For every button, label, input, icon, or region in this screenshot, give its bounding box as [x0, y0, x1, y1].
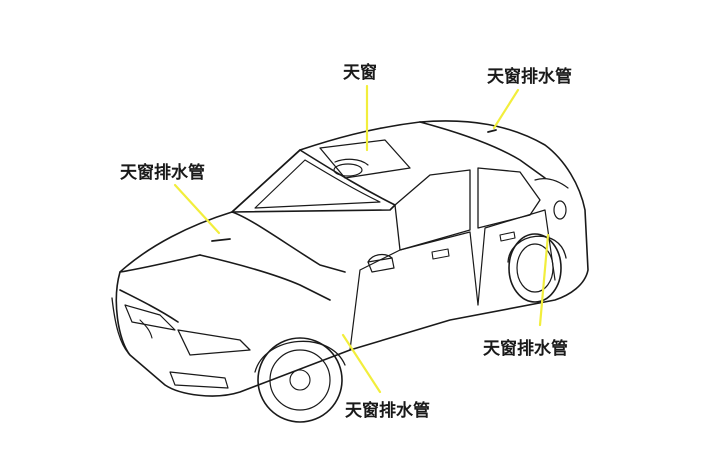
side-windows	[394, 167, 541, 251]
roof-windshield	[231, 121, 546, 213]
rear-pillar-line	[534, 178, 569, 189]
callout-line-drain-front-left	[173, 183, 221, 235]
callout-line-drain-rear-right	[538, 233, 550, 327]
sunroof-panel	[319, 139, 411, 179]
front-end	[111, 289, 251, 389]
side-mirror	[367, 253, 393, 263]
label-drain-front-bottom: 天窗排水管	[345, 401, 430, 421]
doors	[349, 209, 556, 351]
drain-outlet-front	[211, 238, 231, 242]
callout-line-drain-rear-top	[492, 88, 520, 130]
label-sunroof: 天窗	[343, 63, 377, 83]
drain-outlet-rear-top	[487, 129, 497, 133]
callout-line-drain-front-bottom	[341, 333, 382, 394]
rear-wheel	[507, 233, 567, 303]
label-drain-rear-right: 天窗排水管	[483, 339, 568, 359]
label-drain-rear-top: 天窗排水管	[487, 67, 572, 87]
fuel-cap	[553, 200, 567, 220]
front-wheel	[254, 337, 346, 423]
label-drain-front-left: 天窗排水管	[120, 163, 205, 183]
